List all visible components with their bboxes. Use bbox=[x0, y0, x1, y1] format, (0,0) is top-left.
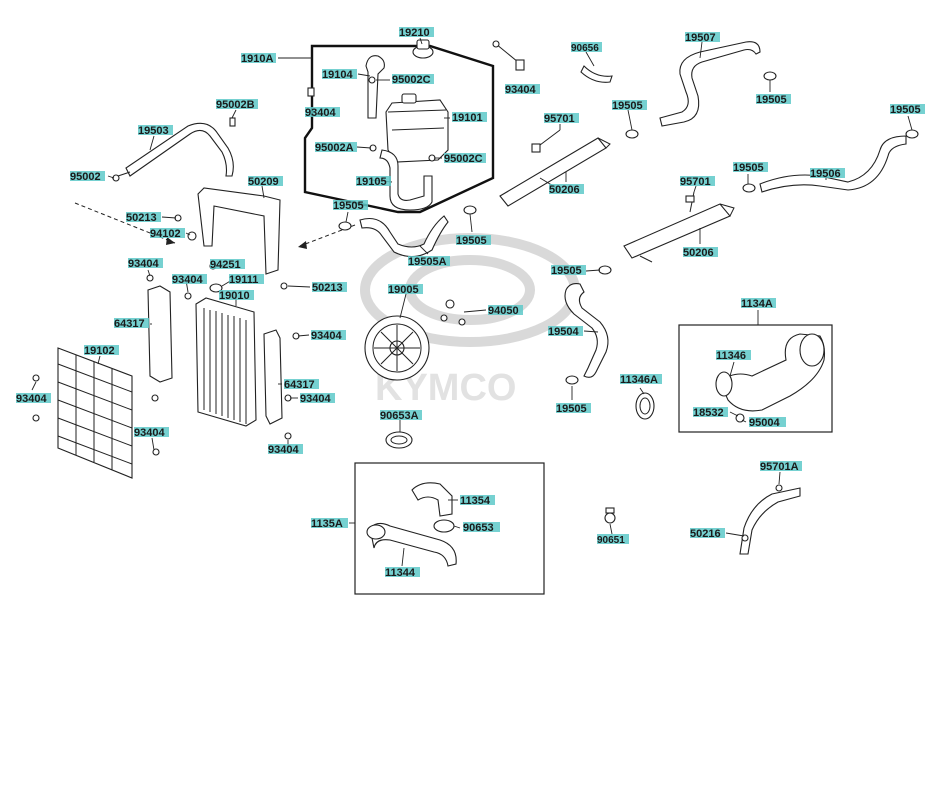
bolt-93404-top bbox=[492, 40, 525, 71]
label-50216: 50216 bbox=[690, 528, 721, 540]
label-93404-top: 93404 bbox=[505, 84, 536, 96]
label-19505-g: 19505 bbox=[551, 265, 582, 277]
label-19503: 19503 bbox=[138, 125, 169, 137]
label-90656: 90656 bbox=[571, 43, 599, 54]
label-93404-far-left: 93404 bbox=[16, 393, 47, 405]
label-11346: 11346 bbox=[716, 350, 746, 362]
label-19505-b: 19505 bbox=[756, 94, 787, 106]
label-19505-e: 19505 bbox=[333, 200, 364, 212]
label-93404-left-2: 93404 bbox=[172, 274, 203, 286]
label-19010: 19010 bbox=[219, 290, 250, 302]
clamp-90656 bbox=[580, 65, 613, 83]
label-95701A: 95701A bbox=[760, 461, 799, 473]
label-93404-bottom-1: 93404 bbox=[134, 427, 165, 439]
label-90653: 90653 bbox=[463, 522, 494, 534]
hose-19504 bbox=[564, 283, 609, 378]
pipe-50216 bbox=[739, 487, 801, 555]
hose-19503 bbox=[125, 122, 234, 177]
label-64317-a: 64317 bbox=[114, 318, 145, 330]
label-11346A: 11346A bbox=[620, 374, 658, 386]
reservoir-kit-outline bbox=[303, 44, 495, 214]
label-19111: 19111 bbox=[229, 274, 258, 286]
label-19105: 19105 bbox=[356, 176, 387, 188]
sensor-90651 bbox=[604, 507, 616, 524]
air-duct-kit-box-1134A bbox=[678, 324, 833, 433]
label-19507: 19507 bbox=[685, 32, 716, 44]
label-50213-b: 50213 bbox=[312, 282, 343, 294]
label-90653A: 90653A bbox=[380, 410, 419, 422]
label-50206-a: 50206 bbox=[549, 184, 580, 196]
label-18532: 18532 bbox=[693, 407, 724, 419]
grille-19102 bbox=[57, 347, 133, 479]
radiator-19010 bbox=[195, 283, 257, 427]
tube-50206-lower bbox=[623, 203, 735, 263]
label-50213-a: 50213 bbox=[126, 212, 157, 224]
label-90651: 90651 bbox=[597, 535, 625, 546]
hose-19506 bbox=[759, 135, 907, 193]
clamp-90653A bbox=[385, 431, 413, 449]
label-64317-b: 64317 bbox=[284, 379, 315, 391]
elbow-11354 bbox=[411, 482, 455, 533]
label-95701-b: 95701 bbox=[680, 176, 711, 188]
reservoir-tank bbox=[385, 93, 449, 163]
label-93404-tank: 93404 bbox=[305, 107, 336, 119]
label-19505-a: 19505 bbox=[612, 100, 643, 112]
label-93404-right-1: 93404 bbox=[311, 330, 342, 342]
label-95004: 95004 bbox=[749, 417, 780, 429]
label-95002: 95002 bbox=[70, 171, 101, 183]
label-19506: 19506 bbox=[810, 168, 841, 180]
label-50206-b: 50206 bbox=[683, 247, 714, 259]
label-95701-a: 95701 bbox=[544, 113, 575, 125]
clamp-11346A bbox=[635, 392, 655, 420]
label-19102: 19102 bbox=[84, 345, 115, 357]
label-94102: 94102 bbox=[150, 228, 181, 240]
assembly-arrows bbox=[74, 202, 356, 249]
duct-11346 bbox=[715, 333, 826, 423]
label-94050: 94050 bbox=[488, 305, 519, 317]
screw-95701-lower bbox=[685, 191, 695, 213]
label-95002A: 95002A bbox=[315, 142, 354, 154]
hose-19505A bbox=[359, 215, 449, 258]
label-19101: 19101 bbox=[452, 112, 483, 124]
label-19104: 19104 bbox=[322, 69, 353, 81]
small-bolts bbox=[32, 76, 783, 542]
label-93404-right-2: 93404 bbox=[300, 393, 331, 405]
label-19505A: 19505A bbox=[408, 256, 447, 268]
label-1134A: 1134A bbox=[741, 298, 773, 310]
side-bracket-64317-left bbox=[147, 285, 173, 383]
hose-19104 bbox=[365, 55, 385, 119]
label-11344: 11344 bbox=[385, 567, 416, 579]
fan-19005 bbox=[364, 315, 430, 381]
label-19505-f: 19505 bbox=[456, 235, 487, 247]
label-1135A: 1135A bbox=[311, 518, 343, 530]
label-19504: 19504 bbox=[548, 326, 579, 338]
label-19505-d: 19505 bbox=[890, 104, 921, 116]
label-93404-left-1: 93404 bbox=[128, 258, 159, 270]
label-95002C-top: 95002C bbox=[392, 74, 431, 86]
label-1910A: 1910A bbox=[241, 53, 273, 65]
label-95002B: 95002B bbox=[216, 99, 255, 111]
part-labels: 19210 1910A 19104 95002C 93404 19101 950… bbox=[16, 27, 925, 579]
bracket-50209 bbox=[197, 187, 281, 275]
label-19505-h: 19505 bbox=[556, 403, 587, 415]
label-93404-bottom-2: 93404 bbox=[268, 444, 299, 456]
air-duct-kit-box-1135A bbox=[354, 462, 545, 595]
hose-19507 bbox=[659, 41, 761, 127]
duct-11344 bbox=[366, 522, 457, 567]
label-50209: 50209 bbox=[248, 176, 279, 188]
hose-19105 bbox=[379, 149, 433, 211]
label-19505-c: 19505 bbox=[733, 162, 764, 174]
screw-95701-upper bbox=[531, 129, 561, 153]
label-11354: 11354 bbox=[460, 495, 491, 507]
label-19210: 19210 bbox=[399, 27, 430, 39]
side-bracket-64317-right bbox=[263, 329, 283, 425]
small-clamps-19505 bbox=[338, 71, 919, 385]
cap-19210 bbox=[412, 39, 434, 59]
label-95002C-bottom: 95002C bbox=[444, 153, 483, 165]
label-19005: 19005 bbox=[388, 284, 419, 296]
label-94251: 94251 bbox=[210, 259, 241, 271]
